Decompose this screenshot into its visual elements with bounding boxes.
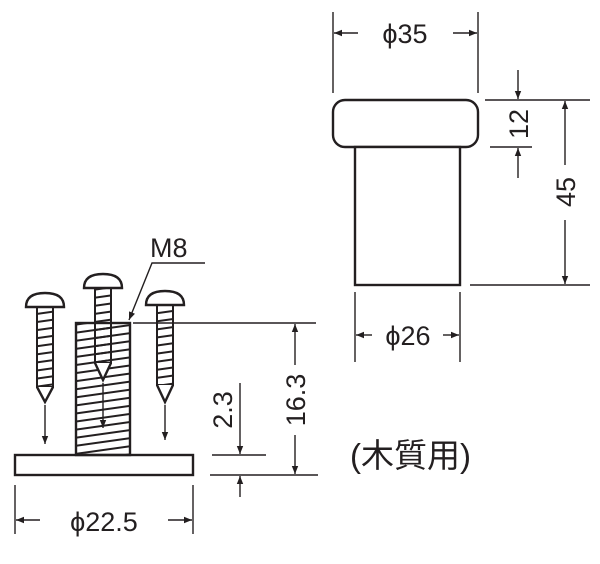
dim-diameter-26: ϕ26 [385, 321, 430, 351]
label-thread-m8: M8 [150, 233, 188, 263]
note-wood-use: (木質用) [350, 437, 471, 474]
screw-right [144, 289, 186, 440]
dim-plate-thickness-2-3: 2.3 [208, 391, 238, 429]
dim-plate-diameter-22-5: ϕ22.5 [70, 507, 138, 537]
dim-cap-height-12: 12 [504, 109, 534, 139]
knob-cap [331, 98, 480, 149]
base-plate [13, 453, 195, 477]
screw-left [24, 291, 66, 444]
knob-stem [353, 145, 462, 287]
screw-middle [82, 272, 124, 428]
knob-view: ϕ35 12 45 ϕ26 [331, 12, 590, 362]
dim-diameter-35: ϕ35 [382, 19, 427, 49]
dim-total-height-45: 45 [551, 177, 581, 207]
base-view: M8 16.3 2.3 ϕ22.5 (木質用) [13, 233, 471, 537]
dim-stud-height-16-3: 16.3 [281, 374, 311, 427]
